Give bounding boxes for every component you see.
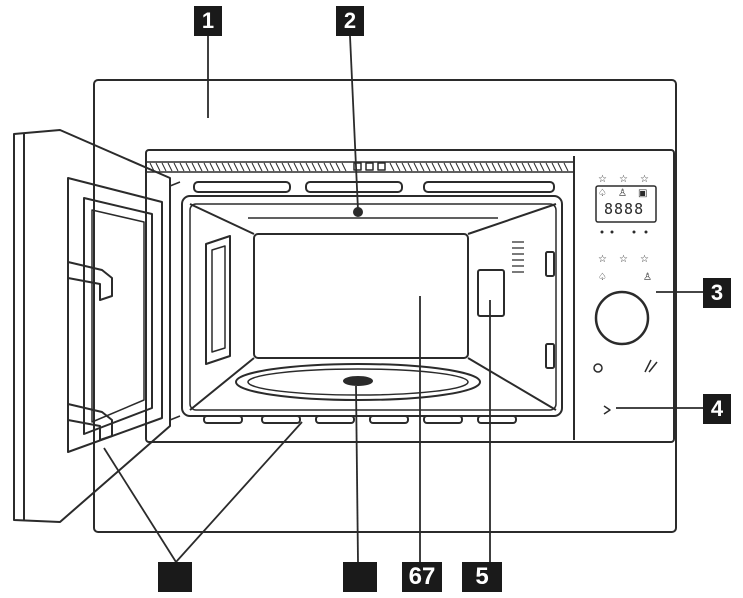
turntable-plate (235, 363, 481, 401)
indicator-dot (632, 230, 636, 234)
indicator-icon (603, 405, 611, 415)
indicator-dot (644, 230, 648, 234)
upper-slot (193, 181, 291, 193)
indicator-dot (600, 230, 604, 234)
bell-icon: ♤ (598, 188, 607, 199)
left-wall-window (205, 235, 231, 365)
star-icon: ☆ (640, 174, 649, 185)
cavity-corner-edges (189, 203, 557, 411)
display-window (595, 185, 657, 223)
door-edge (13, 134, 25, 520)
door-hook-upper (67, 261, 113, 301)
door-inner-frame (67, 177, 163, 453)
door-window-inset (91, 209, 145, 423)
bottom-slot (203, 415, 243, 424)
leader-line-2 (349, 35, 359, 211)
person-icon: ♙ (643, 272, 652, 283)
appliance-body (145, 149, 675, 443)
turntable-drive-hub (343, 376, 373, 386)
bottom-slot (477, 415, 517, 424)
indicator-dot (610, 230, 614, 234)
callout-5: 5 (462, 562, 502, 592)
bell-icon: ♤ (598, 272, 607, 283)
door-open-icon (593, 363, 603, 373)
bottom-slot (315, 415, 355, 424)
door-latch-hole (377, 162, 386, 171)
star-icon: ☆ (598, 254, 607, 265)
child-lock-icon (644, 359, 658, 373)
door-hinge (169, 181, 181, 421)
callout-2: 2 (336, 6, 364, 36)
door-latch-hole (353, 162, 362, 171)
door-window (83, 197, 153, 435)
leader-line-door-hook (103, 447, 177, 563)
vent-hatch (149, 162, 569, 172)
side-grille (512, 241, 524, 273)
cavity-back-wall (253, 233, 469, 359)
callout-4: 4 (703, 394, 731, 424)
callout-door-hooks (158, 562, 192, 592)
wall-cover-plate (477, 269, 505, 317)
leader-line-turntable (355, 385, 359, 563)
door-hook-lower (67, 403, 113, 441)
bottom-slot (369, 415, 409, 424)
built-in-frame (93, 79, 677, 533)
upper-slot (305, 181, 403, 193)
star-icon: ☆ (640, 254, 649, 265)
leader-line-bottom-slots (175, 421, 303, 563)
callout-turntable (343, 562, 377, 592)
person-icon: ♙ (618, 188, 627, 199)
bottom-slot (423, 415, 463, 424)
upper-slot (423, 181, 555, 193)
callout-6-7: 67 (402, 562, 442, 592)
bottom-slot (261, 415, 301, 424)
cavity-inner-frame (189, 203, 557, 411)
lock-slot-lower (545, 343, 555, 369)
callout-3: 3 (703, 278, 731, 308)
lock-slot-upper (545, 251, 555, 277)
star-icon: ☆ (598, 174, 607, 185)
control-knob (594, 290, 650, 346)
door-latch-hole (365, 162, 374, 171)
display-digits: 8888 (604, 200, 644, 218)
callout-1: 1 (194, 6, 222, 36)
square-icon: ▣ (638, 188, 647, 199)
star-icon: ☆ (619, 254, 628, 265)
turntable-rim (247, 368, 469, 396)
star-icon: ☆ (619, 174, 628, 185)
